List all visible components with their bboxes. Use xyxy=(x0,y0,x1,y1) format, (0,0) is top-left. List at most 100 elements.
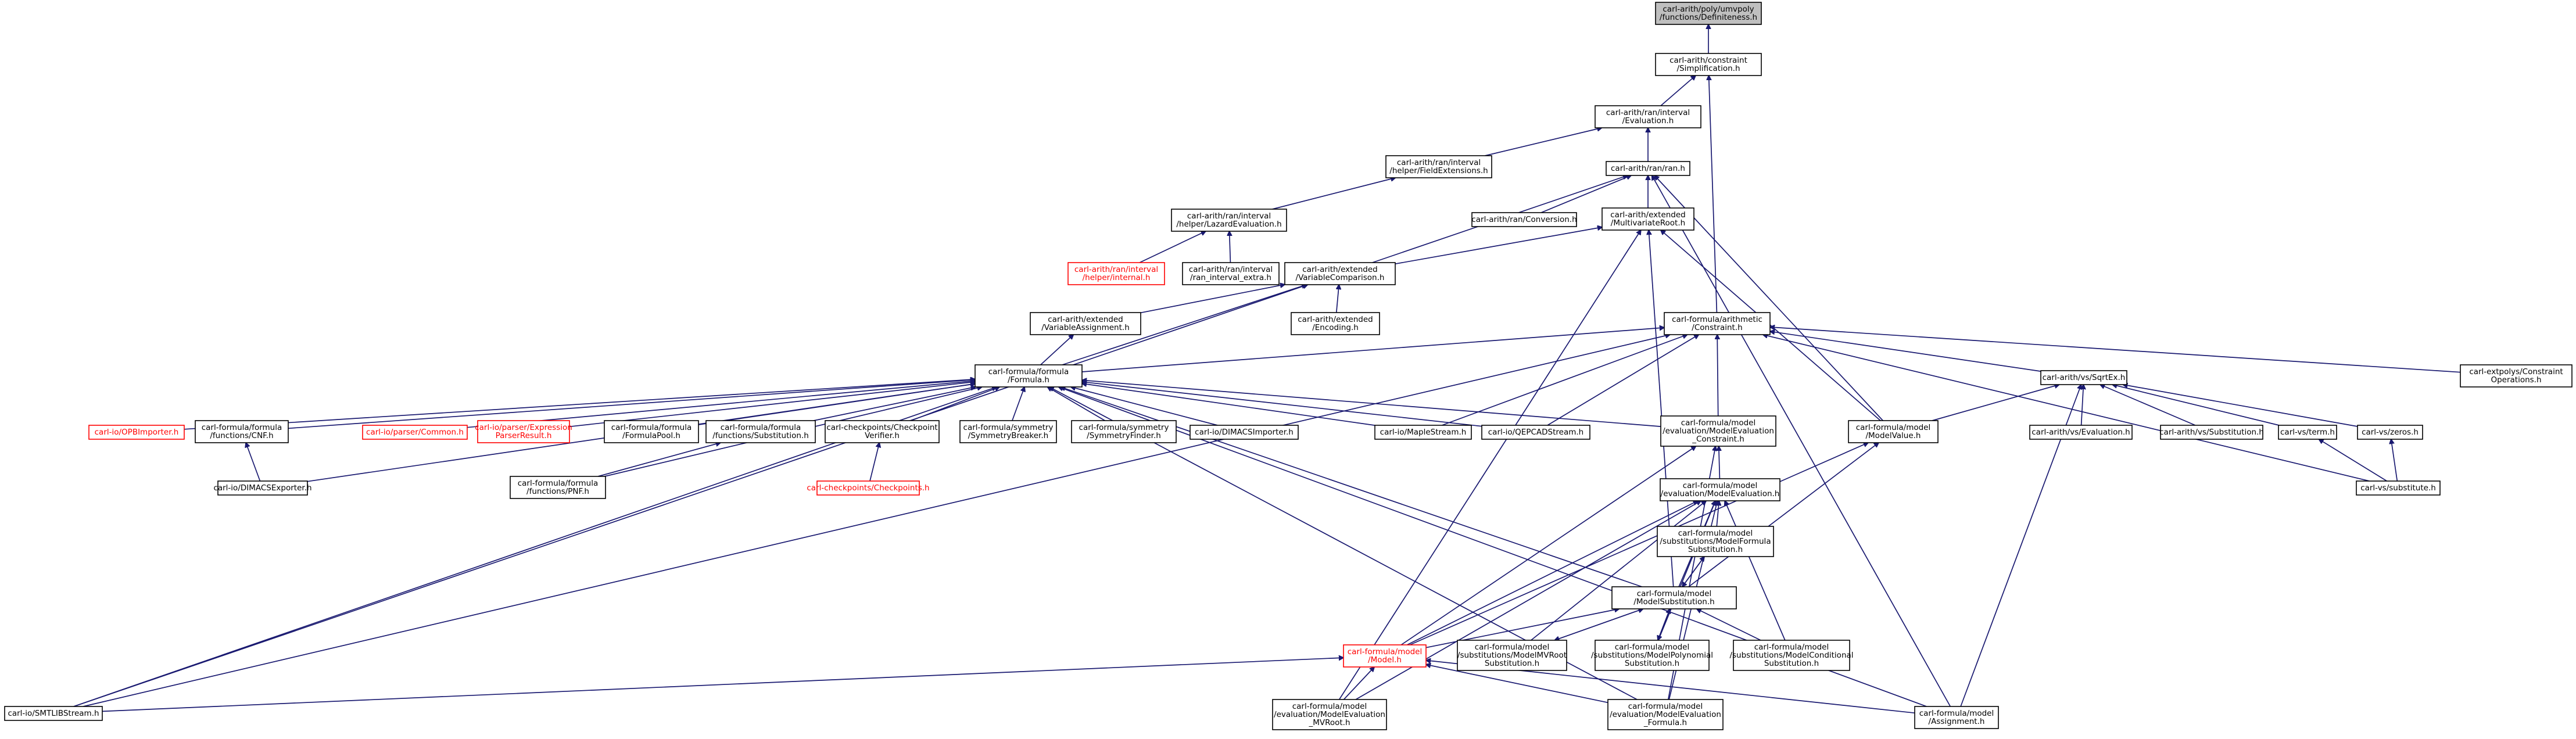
file-node[interactable]: carl-formula/formula/FormulaPool.h xyxy=(604,420,699,443)
node-label: /SymmetryBreaker.h xyxy=(968,431,1048,440)
node-box xyxy=(1660,415,1776,447)
file-node[interactable]: carl-arith/ran/interval/helper/internal.… xyxy=(1067,262,1165,285)
file-node[interactable]: carl-formula/model/evaluation/ModelEvalu… xyxy=(1660,478,1780,501)
dependency-edge xyxy=(2319,439,2387,482)
file-node[interactable]: carl-io/DIMACSExporter.h xyxy=(213,480,312,496)
node-label: /Evaluation.h xyxy=(1622,116,1674,125)
file-node[interactable]: carl-formula/formula/functions/PNF.h xyxy=(510,476,606,499)
file-node[interactable]: carl-vs/zeros.h xyxy=(2357,425,2423,440)
file-node[interactable]: carl-formula/model/substitutions/ModelMV… xyxy=(1457,640,1567,671)
file-node[interactable]: carl-formula/model/evaluation/ModelEvalu… xyxy=(1660,415,1776,447)
file-node[interactable]: carl-formula/model/evaluation/ModelEvalu… xyxy=(1272,699,1387,730)
node-box xyxy=(604,420,699,443)
file-node[interactable]: carl-checkpoints/Checkpoints.h xyxy=(807,480,930,496)
dependency-edge xyxy=(1717,501,1719,527)
file-node[interactable]: carl-arith/extended/MultivariateRoot.h xyxy=(1602,207,1694,231)
node-label: carl-formula/formula xyxy=(611,423,692,432)
dependency-edge xyxy=(1719,446,1720,479)
node-label: Substitution.h xyxy=(1625,659,1679,668)
file-node[interactable]: carl-io/OPBImporter.h xyxy=(88,425,185,440)
file-node[interactable]: carl-vs/substitute.h xyxy=(2356,480,2441,496)
file-node[interactable]: carl-vs/term.h xyxy=(2278,425,2337,440)
node-box xyxy=(88,425,185,440)
node-label: carl-io/SMTLIBStream.h xyxy=(8,709,99,718)
dependency-edge xyxy=(1697,609,1761,641)
node-label: /helper/FieldExtensions.h xyxy=(1389,166,1488,175)
node-label: _Formula.h xyxy=(1643,718,1687,727)
file-node[interactable]: carl-arith/ran/interval/helper/LazardEva… xyxy=(1171,209,1287,232)
root-file-node[interactable]: carl-arith/poly/umvpoly/functions/Defini… xyxy=(1655,2,1762,25)
dependency-edge xyxy=(1547,335,1699,426)
node-label: carl-arith/ran/ran.h xyxy=(1611,164,1685,173)
file-node[interactable]: carl-formula/model/substitutions/ModelCo… xyxy=(1729,640,1854,671)
file-node[interactable]: carl-arith/vs/Evaluation.h xyxy=(2029,425,2133,440)
dependency-edge xyxy=(83,335,1670,707)
dependency-edge xyxy=(1082,382,1482,427)
file-node[interactable]: carl-io/MapleStream.h xyxy=(1374,425,1472,440)
node-label: carl-arith/vs/Substitution.h xyxy=(2159,428,2264,437)
file-node[interactable]: carl-formula/model/Model.h xyxy=(1343,644,1427,668)
node-label: Substitution.h xyxy=(1764,659,1819,668)
file-node[interactable]: carl-formula/model/substitutions/ModelPo… xyxy=(1591,640,1713,671)
file-node[interactable]: carl-formula/arithmetic/Constraint.h xyxy=(1664,312,1771,335)
dependency-edge xyxy=(2100,385,2196,426)
node-label: carl-formula/model xyxy=(1856,423,1931,432)
file-node[interactable]: carl-arith/ran/Conversion.h xyxy=(1471,212,1577,227)
file-node[interactable]: carl-formula/model/ModelValue.h xyxy=(1848,420,1939,443)
node-label: /helper/internal.h xyxy=(1083,273,1151,282)
node-label: carl-formula/model xyxy=(1754,643,1829,652)
dependency-edge xyxy=(1400,446,1696,645)
dependency-edge xyxy=(1062,285,1306,365)
file-node[interactable]: carl-arith/constraint/Simplification.h xyxy=(1655,53,1762,76)
file-node[interactable]: carl-arith/vs/Substitution.h xyxy=(2159,425,2264,440)
file-node[interactable]: carl-formula/symmetry/SymmetryBreaker.h xyxy=(959,420,1057,443)
node-box xyxy=(1657,526,1774,557)
file-node[interactable]: carl-io/parser/Common.h xyxy=(362,425,468,440)
file-node[interactable]: carl-io/DIMACSImporter.h xyxy=(1190,425,1299,440)
file-node[interactable]: carl-arith/extended/Encoding.h xyxy=(1291,312,1380,335)
file-node[interactable]: carl-formula/model/substitutions/ModelFo… xyxy=(1657,526,1774,557)
dependency-edge xyxy=(869,443,879,482)
node-box xyxy=(1848,420,1939,443)
file-node[interactable]: carl-arith/vs/SqrtEx.h xyxy=(2040,370,2127,385)
dependency-edge xyxy=(1335,285,1339,313)
file-node[interactable]: carl-io/QEPCADStream.h xyxy=(1481,425,1590,440)
file-node[interactable]: carl-arith/ran/interval/Evaluation.h xyxy=(1595,105,1701,128)
file-node[interactable]: carl-formula/formula/Formula.h xyxy=(974,364,1083,388)
file-node[interactable]: carl-arith/ran/interval/helper/FieldExte… xyxy=(1385,155,1492,178)
node-label: carl-arith/extended xyxy=(1298,315,1373,324)
dependency-edge xyxy=(1688,443,1879,587)
file-node[interactable]: carl-formula/symmetry/SymmetryFinder.h xyxy=(1071,420,1177,443)
file-node[interactable]: carl-arith/extended/VariableAssignment.h xyxy=(1030,312,1141,335)
dependency-edge xyxy=(1682,556,1705,587)
file-node[interactable]: carl-arith/extended/VariableComparison.h xyxy=(1284,262,1396,285)
dependency-edge xyxy=(911,387,999,421)
node-box xyxy=(974,364,1083,388)
dependency-edge xyxy=(1657,501,1716,641)
node-box xyxy=(1664,312,1771,335)
file-node[interactable]: carl-formula/model/ModelSubstitution.h xyxy=(1611,586,1737,609)
node-label: carl-arith/extended xyxy=(1302,265,1378,274)
file-node[interactable]: carl-arith/ran/ran.h xyxy=(1606,161,1690,176)
node-label: /substitutions/ModelFormula xyxy=(1660,537,1771,546)
node-box xyxy=(1606,161,1690,176)
file-node[interactable]: carl-formula/formula/functions/CNF.h xyxy=(195,420,289,443)
node-label: carl-formula/model xyxy=(1681,418,1756,428)
file-node[interactable]: carl-arith/ran/interval/ran_interval_ext… xyxy=(1182,262,1280,285)
file-node[interactable]: carl-formula/formula/functions/Substitut… xyxy=(705,420,816,443)
file-node[interactable]: carl-formula/model/evaluation/ModelEvalu… xyxy=(1607,699,1724,730)
file-node[interactable]: carl-io/SMTLIBStream.h xyxy=(4,706,103,721)
node-label: /SymmetryFinder.h xyxy=(1087,431,1161,440)
node-label: carl-arith/vs/Evaluation.h xyxy=(2032,428,2130,437)
dependency-edge xyxy=(597,443,721,477)
file-node[interactable]: carl-formula/model/Assignment.h xyxy=(1914,706,1999,729)
node-box xyxy=(705,420,816,443)
dependency-edge xyxy=(1652,175,1951,707)
node-label: carl-arith/ran/interval xyxy=(1397,158,1481,167)
nodes: carl-arith/poly/umvpoly/functions/Defini… xyxy=(4,2,2573,730)
node-label: Substitution.h xyxy=(1688,545,1743,554)
